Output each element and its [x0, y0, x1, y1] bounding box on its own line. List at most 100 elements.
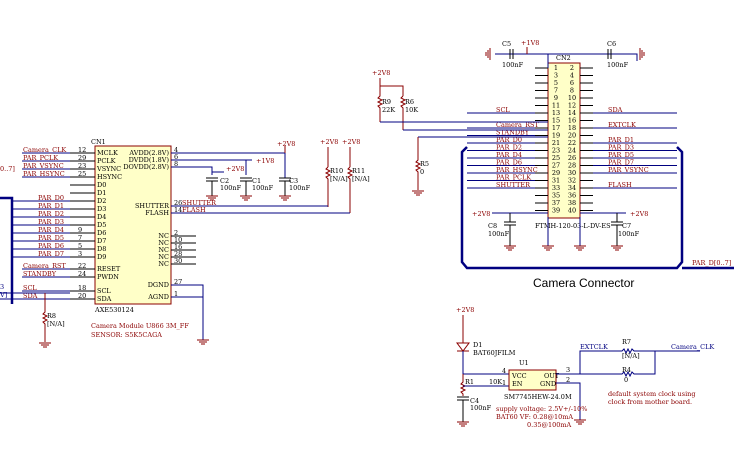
cn2-pin-odd: 19	[552, 132, 560, 140]
gnd-r8	[39, 342, 51, 348]
r1-ref: R1	[465, 378, 474, 386]
cn2-pin-even: 12	[568, 102, 576, 110]
r5-symbol	[414, 137, 422, 190]
r11-value: [N/A]	[352, 175, 370, 183]
camera-module-cn1: CN1 AXE530124 Camera Module U866 3M_FF S…	[12, 138, 217, 339]
cn1-left-pin-name: D8	[97, 245, 106, 253]
cn2-ref: CN2	[556, 54, 571, 62]
cn1-right-pin-name: NC	[158, 246, 169, 254]
r11-ref: R11	[352, 167, 365, 175]
cn2-pin-even: 20	[568, 132, 576, 140]
cn1-left-pin-name: D0	[97, 181, 106, 189]
r4-value: 0	[624, 376, 628, 384]
cn1-part: AXE530124	[94, 306, 134, 314]
u1-vcc: VCC	[511, 372, 527, 380]
r8-symbol	[41, 293, 49, 342]
cn1-left-pin-name: MCLK	[97, 149, 118, 157]
cn2-pin-even: 6	[570, 79, 574, 87]
cn2-pin-odd: 37	[552, 199, 560, 207]
cn2-pin-even: 28	[568, 162, 576, 170]
cn1-left-net-label: PAR_D3	[38, 218, 64, 226]
cn2-pin-even: 22	[568, 139, 576, 147]
cn2-pin-even: 40	[568, 207, 576, 215]
cn1-left-pin-num: 20	[78, 292, 86, 300]
cn1-left-net-label: PAR_D5	[38, 234, 64, 242]
cn1-left-pin-num: 24	[78, 270, 86, 278]
cn1-left-net-label: PAR_D1	[38, 202, 64, 210]
r11-symbol	[346, 166, 354, 213]
gnd-c5	[485, 48, 491, 60]
cn1-right-pin-name: NC	[158, 239, 169, 247]
cn1-left-pin-name: D5	[97, 221, 106, 229]
cn1-right-pin-name: NC	[158, 260, 169, 268]
dovdd-wire	[171, 166, 213, 175]
cn2-right-net-label: PAR_D3	[608, 144, 634, 152]
cn1-right-pin-name: NC	[158, 232, 169, 240]
cn1-left-pin-name: D7	[97, 237, 106, 245]
clk-pwr: +2V8	[456, 306, 474, 314]
note-3: 0.35@100mA	[527, 421, 572, 429]
cn2-left-net-label: PAR_D4	[496, 151, 522, 159]
cn1-desc-1: Camera Module U866 3M_FF	[91, 322, 189, 330]
c6-value: 100nF	[607, 61, 629, 69]
cn2-pin-odd: 31	[552, 177, 560, 185]
cn1-right-pin-num: 8	[174, 160, 178, 168]
cn2-pin-even: 26	[568, 154, 576, 162]
cn1-right-pin-num: 30	[174, 257, 182, 265]
cn1-left-pin-num: 22	[78, 262, 86, 270]
cn1-right-pin-num: 6	[174, 153, 178, 161]
c5-value: 100nF	[502, 61, 524, 69]
pwr-28a: +2V8	[277, 140, 295, 148]
r7-symbol	[612, 347, 700, 355]
r10-symbol	[324, 166, 332, 207]
gnd-cn2-l	[542, 245, 554, 251]
pwr-18: +1V8	[256, 157, 274, 165]
cn1-left-pin-name: D9	[97, 253, 106, 261]
r7-ref: R7	[622, 338, 631, 346]
cn2-right-net-label: EXTCLK	[608, 121, 636, 129]
cn2-left-net-label: PAR_D0	[496, 136, 522, 144]
bus-label: PAR_D[0..7]	[692, 259, 731, 267]
r9-value: 22K	[382, 106, 395, 114]
c4-ref: C4	[470, 397, 479, 405]
cn1-left-pin-name: SCL	[97, 287, 111, 295]
c3-value: 100nF	[289, 184, 311, 192]
cn1-left-pin-num: 9	[78, 226, 82, 234]
cn2-left-net-label: Camera_RST	[496, 121, 539, 129]
cn1-left-net-label: Camera_RST	[23, 262, 66, 270]
cn1-right-pin-num: 10	[174, 236, 182, 244]
cn1-left-pin-num: 5	[78, 242, 82, 250]
c2-symbol	[206, 177, 218, 196]
cn2-left-net-label: STANDBY	[496, 129, 530, 137]
cn2-title: Camera Connector	[533, 276, 634, 290]
u1-out-wires	[556, 350, 612, 420]
left-edge-sda: V]	[0, 291, 7, 299]
c1-ref: C1	[252, 177, 261, 185]
cn1-right-pin-name: DGND	[148, 281, 169, 289]
cn1-left-pin-num: 3	[78, 250, 82, 258]
cn1-left-pin-name: D2	[97, 197, 106, 205]
cn1-left-pin-name: PCLK	[97, 157, 116, 165]
pwr-28c: +2V8	[320, 138, 338, 146]
c6-ref: C6	[607, 40, 616, 48]
cn1-left-pin-num: 25	[78, 170, 86, 178]
gnd-u1	[574, 419, 586, 425]
cn2-left-net-label: SCL	[496, 106, 510, 114]
cn1-left-net-label: Camera_CLK	[23, 146, 66, 154]
r4-symbol	[580, 351, 656, 378]
u1-body	[508, 369, 557, 391]
cn2-pin-even: 32	[568, 177, 576, 185]
cn1-left-pin-num: 18	[78, 284, 86, 292]
cn2-pin-odd: 25	[552, 154, 560, 162]
r4-ref: R4	[622, 366, 631, 374]
cn2-pin-odd: 9	[554, 94, 558, 102]
cn2-pin-even: 24	[568, 147, 576, 155]
r10-r11-stems	[327, 147, 351, 167]
cn1-left-pin-name: D1	[97, 189, 106, 197]
cn2-pin-odd: 29	[552, 169, 560, 177]
cn2-right-net-label: FLASH	[608, 181, 632, 189]
cn1-left-pin-num: 12	[78, 146, 86, 154]
